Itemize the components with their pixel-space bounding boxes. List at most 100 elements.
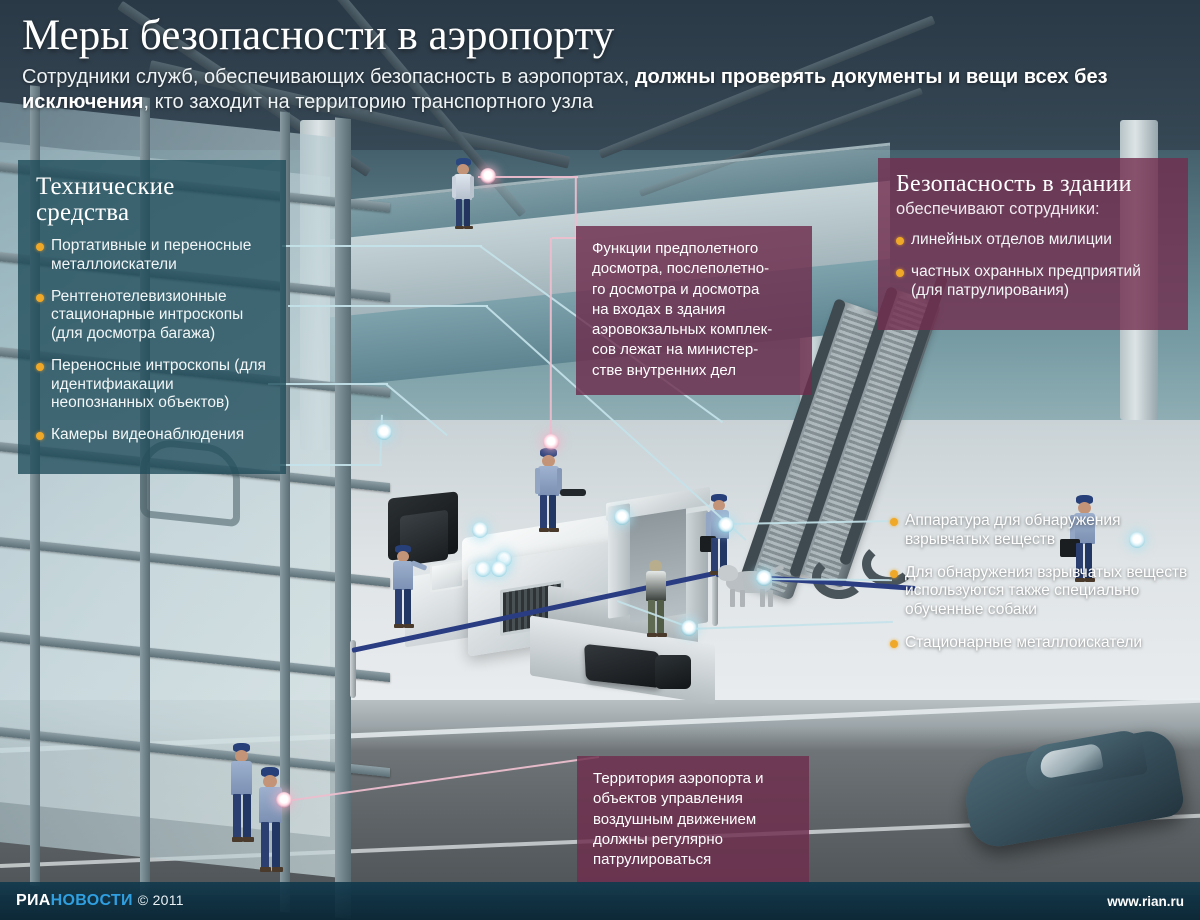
officer-cap [261,767,279,777]
officer-legs [261,822,269,868]
leader-line [282,245,482,247]
website-url[interactable]: www.rian.ru [1107,893,1184,909]
officer-legs [243,794,251,838]
copyright-text: © 2011 [137,892,184,908]
officer-shoe [272,867,283,872]
hotspot-marker [491,561,507,577]
officer-shoe [539,528,549,532]
officer-arm [535,468,540,494]
officer-shoe [394,624,404,628]
subtitle-part-2: , кто заходит на территорию транспортног… [143,91,594,114]
officer-cap [395,545,411,553]
officer-torso [231,761,252,795]
officer-torso [454,174,472,200]
panel-building-security: Безопасность в здании обеспечивают сотру… [878,158,1188,330]
explosives-detection-list: Аппаратура для обнаружения взрывчатых ве… [890,512,1190,667]
officer-legs [272,822,280,868]
hotspot-marker [718,517,734,533]
callout-line: досмотра, послеполетно- [592,260,770,278]
dog-leg [730,589,735,607]
callout-patrol-territory: Территория аэропорта и объектов управлен… [577,756,809,885]
officer-head [397,551,409,562]
list-item: Для обнаружения взрывчатых веществ испол… [890,564,1190,620]
list-item: Аппаратура для обнаружения взрывчатых ве… [890,512,1190,550]
passenger-legs [648,600,655,634]
barrier-post [350,640,356,698]
officer-cap [711,494,727,502]
officer-legs [395,589,402,625]
panel-subtitle: обеспечивают сотрудники: [896,200,1100,219]
list-item: Стационарные металлоискатели [890,634,1190,653]
leader-line [288,305,488,307]
leader-line [272,464,382,466]
header: Меры безопасности в аэропорту Сотрудники… [0,0,1200,116]
hotspot-marker [276,792,292,808]
page-title: Меры безопасности в аэропорту [22,12,615,59]
callout-line: на входах в здания [592,300,726,318]
hotspot-marker [614,509,630,525]
dog-leg [768,590,773,607]
callout-line: аэровокзальных комплек- [592,321,773,338]
officer-legs [464,199,470,227]
panel-title: Безопасность в здании [896,171,1132,197]
hotspot-marker [376,424,392,440]
officer-cap [456,158,471,166]
passenger-head [649,560,662,572]
subtitle-emphasis: должны проверять документы и вещи всех б… [22,65,1108,114]
panel-title-line-2: средства [36,198,130,226]
technical-means-list: Портативные и переносные металлоискатели… [36,237,268,445]
brand-ria: РИА [16,892,51,909]
callout-line: Функции предполетного [592,240,759,257]
officer-legs [1076,543,1083,579]
subtitle-part-1: Сотрудники служб, обеспечивающих безопас… [22,65,635,88]
officer-legs [456,199,462,227]
hotspot-marker [472,522,488,538]
callout-line: объектов управления [593,790,743,808]
footer: РИАНОВОСТИ© 2011 www.rian.ru [0,882,1200,920]
building-security-list: линейных отделов милиции частных охранны… [896,231,1170,300]
officer-shoe [232,837,243,842]
officer-arm [470,176,474,198]
officer-shoe [710,571,720,575]
officer-head [713,500,725,511]
brand-logo: РИАНОВОСТИ© 2011 [16,892,184,910]
panel-technical-means: Технические средства Портативные и перен… [18,160,286,474]
callout-line: Территория аэропорта и [593,770,764,787]
panel-title: Технические средства [36,174,268,225]
callout-inspection-functions: Функции предполетного досмотра, послепол… [576,226,812,395]
officer-head [235,750,248,762]
officer-cap [540,448,557,457]
officer-legs [1085,543,1092,579]
hotspot-marker [543,434,559,450]
callout-line: должны регулярно [593,830,723,848]
officer-shoe [455,226,464,229]
rolling-suitcase [655,655,691,689]
officer-legs [540,495,547,529]
list-item: Рентгенотелевизионные стационарные интро… [36,288,268,344]
officer-arm [452,176,456,198]
passenger-shoe [647,633,657,637]
window-mullion [335,117,351,920]
list-item: частных охранных предприятий (для патрул… [896,263,1170,301]
callout-line: стве внутренних дел [592,361,736,379]
officer-legs [549,495,556,529]
officer-shoe [404,624,414,628]
officer-head [457,164,469,175]
officer-legs [711,538,718,572]
page-subtitle: Сотрудники служб, обеспечивающих безопас… [22,65,1178,116]
hotspot-marker [1129,532,1145,548]
officer-torso [538,466,559,496]
officer-torso [1074,513,1095,544]
hotspot-marker [480,168,496,184]
callout-line: патрулироваться [593,851,712,868]
hotspot-marker [681,620,697,636]
officer-shoe [1085,578,1095,582]
callout-line: воздушным движением [593,810,757,828]
list-item: Камеры видеонаблюдения [36,426,268,445]
officer-head [542,455,555,467]
officer-cap [1076,495,1093,504]
officer-legs [404,589,411,625]
escalator-base-curve [862,542,916,586]
passenger-shoe [657,633,667,637]
